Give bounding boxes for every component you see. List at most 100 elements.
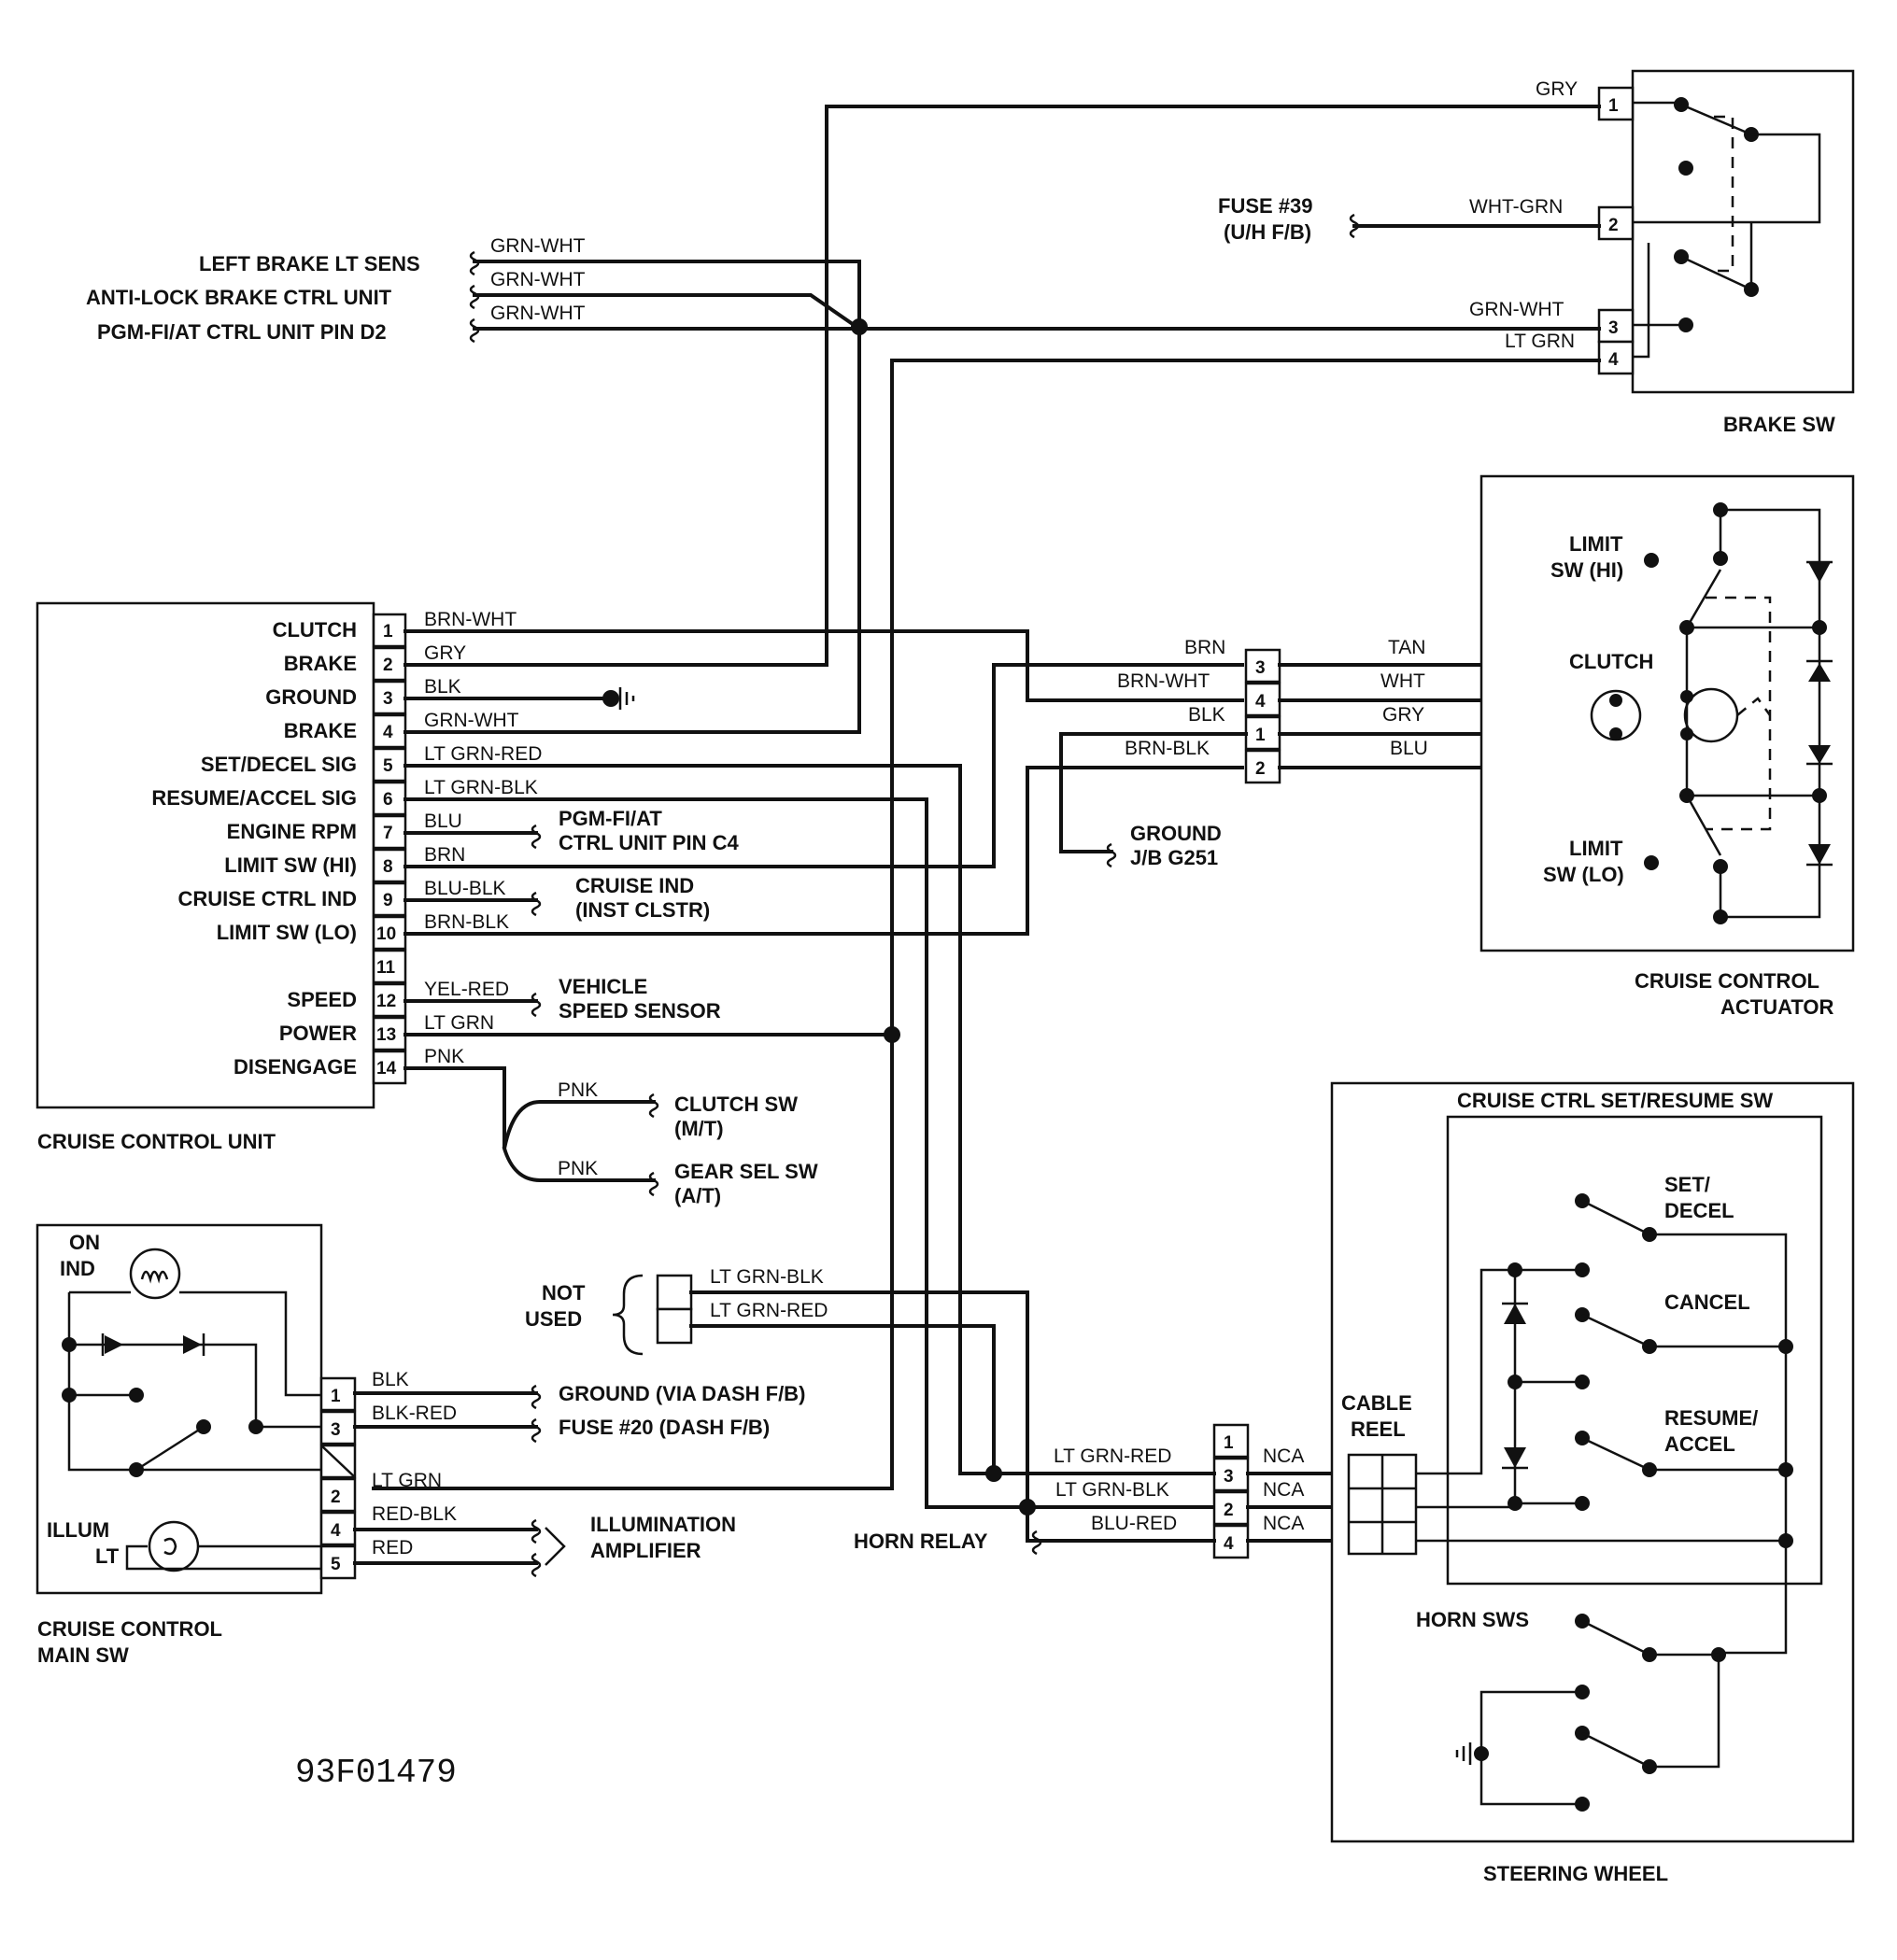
steering-wheel: STEERING WHEEL CABLE REEL CRUISE CTRL SE… bbox=[1330, 1081, 1855, 1885]
clutch-sw-mt-label: (M/T) bbox=[674, 1117, 724, 1140]
unit-pin-function: LIMIT SW (HI) bbox=[224, 853, 357, 877]
brake-sw-wire-3: GRN-WHT bbox=[1469, 299, 1564, 320]
sw-right-wire-3: NCA bbox=[1263, 1513, 1304, 1534]
node bbox=[1474, 1746, 1489, 1761]
act-left-wire-1: BRN bbox=[1184, 637, 1225, 658]
brake-ref-wire-1: GRN-WHT bbox=[490, 235, 586, 257]
act-left-wire-4: BRN-BLK bbox=[1125, 738, 1210, 759]
pnk-wire-a: PNK bbox=[558, 1079, 598, 1101]
horn-switch-blade bbox=[1581, 1731, 1650, 1769]
unit-pin-number: 10 bbox=[376, 924, 396, 944]
horn-internal-wiring bbox=[1649, 1653, 1720, 1769]
brake-sw-wire-1: GRY bbox=[1536, 78, 1578, 100]
illum-lt-label-1: ILLUM bbox=[47, 1518, 109, 1542]
diode-icon bbox=[183, 1335, 202, 1354]
sw-pin-1-box bbox=[1212, 1423, 1250, 1459]
cable-reel-label-1: CABLE bbox=[1341, 1391, 1412, 1415]
unit-pin-function: CRUISE CTRL IND bbox=[178, 887, 358, 910]
main-sw-label-1: CRUISE CONTROL bbox=[37, 1617, 222, 1641]
ground-icon bbox=[618, 687, 635, 710]
main-sw-wire-red-blk: RED-BLK bbox=[372, 1503, 457, 1525]
main-sw-pin-5: 5 bbox=[331, 1555, 341, 1574]
brake-sw-wire-2: WHT-GRN bbox=[1469, 196, 1563, 218]
not-used-label-1: NOT bbox=[542, 1281, 586, 1304]
set-decel-label-1: SET/ bbox=[1664, 1173, 1710, 1196]
node bbox=[62, 1388, 77, 1403]
brake-sw-pin-2-box bbox=[1597, 205, 1635, 241]
diode-icon bbox=[1504, 1304, 1526, 1324]
node bbox=[1713, 502, 1728, 517]
sw-pin-4-box bbox=[1212, 1524, 1250, 1559]
limit-lo-label-1: LIMIT bbox=[1569, 837, 1623, 860]
brace-icon bbox=[612, 1274, 644, 1356]
brake-sw-contact bbox=[1678, 317, 1693, 332]
sw-pin-2: 2 bbox=[1224, 1501, 1234, 1520]
node bbox=[1713, 859, 1728, 874]
diode-icon bbox=[1808, 844, 1831, 865]
main-sw-pin-3: 3 bbox=[331, 1420, 341, 1440]
sw-pin-4: 4 bbox=[1224, 1534, 1234, 1554]
horn-relay-label: HORN RELAY bbox=[854, 1530, 988, 1553]
ground-g251-label: GROUND bbox=[1130, 822, 1222, 845]
unit-pin-wire-color: BLK bbox=[424, 676, 461, 698]
on-ind-label-1: ON bbox=[69, 1231, 100, 1254]
wire-lt-grn-blk bbox=[403, 797, 1216, 1509]
unit-pin-wire-color: BRN-WHT bbox=[424, 609, 517, 630]
unit-pin-wire-color: LT GRN-BLK bbox=[424, 777, 538, 798]
main-sw-pin-2: 2 bbox=[331, 1488, 341, 1507]
resume-accel-label-1: RESUME/ bbox=[1664, 1406, 1758, 1430]
brake-sw-pin-2: 2 bbox=[1608, 216, 1619, 235]
ground-via-dash-label: GROUND (VIA DASH F/B) bbox=[559, 1382, 805, 1405]
main-sw-blade bbox=[135, 1425, 205, 1472]
diode-icon bbox=[1808, 663, 1831, 682]
vehicle-label: VEHICLE bbox=[559, 975, 647, 998]
brake-sw-pin-3: 3 bbox=[1608, 318, 1619, 338]
limit-hi-contact bbox=[1644, 553, 1659, 568]
horn-switch-blade bbox=[1581, 1619, 1650, 1657]
steering-wheel-connector: 1 3 2 4 LT GRN-RED LT GRN-BLK BLU-RED NC… bbox=[854, 1423, 1351, 1559]
gear-sel-sw-at-label: (A/T) bbox=[674, 1184, 721, 1207]
connector-symbol bbox=[1106, 842, 1117, 868]
node bbox=[1812, 788, 1827, 803]
pnk-wire-b: PNK bbox=[558, 1158, 598, 1179]
on-ind-bulb-icon bbox=[129, 1248, 181, 1300]
steering-wheel-label: STEERING WHEEL bbox=[1483, 1862, 1668, 1885]
unit-pin-number: 12 bbox=[376, 992, 396, 1011]
brake-sw-label: BRAKE SW bbox=[1723, 413, 1835, 436]
unit-pin-box bbox=[372, 646, 407, 682]
limit-hi-label-1: LIMIT bbox=[1569, 532, 1623, 556]
unit-pin-function: POWER bbox=[279, 1022, 357, 1045]
unit-pin-wire-color: LT GRN bbox=[424, 1012, 494, 1034]
main-sw-wire-lt-grn: LT GRN bbox=[372, 1470, 442, 1491]
bulb-filament bbox=[140, 1270, 169, 1284]
sw-pin-1: 1 bbox=[1224, 1433, 1234, 1453]
not-used-pin-box bbox=[656, 1307, 693, 1345]
sw-left-wire-1: LT GRN-RED bbox=[1054, 1445, 1171, 1467]
act-left-wire-2: BRN-WHT bbox=[1117, 670, 1210, 692]
main-sw-pin-1-box bbox=[319, 1376, 357, 1412]
diode-icon bbox=[1808, 745, 1831, 764]
main-sw-pin-4-box bbox=[319, 1511, 357, 1546]
resume-switch-blade bbox=[1581, 1436, 1650, 1472]
brake-sw-pin-1-box bbox=[1597, 86, 1635, 121]
illum-lt-label-2: LT bbox=[95, 1544, 120, 1568]
brake-sw-pin-4: 4 bbox=[1608, 350, 1619, 370]
node bbox=[1508, 1496, 1522, 1511]
diode-icon bbox=[1504, 1447, 1526, 1468]
actuator-internal-wiring bbox=[1685, 508, 1821, 919]
brake-switch: 1 2 3 4 BRAKE SW GRY WHT-GRN GRN-WHT LT … bbox=[1218, 69, 1855, 436]
resume-accel-label-2: ACCEL bbox=[1664, 1432, 1735, 1456]
figure-code: 93F01479 bbox=[295, 1754, 457, 1792]
node bbox=[62, 1337, 77, 1352]
connector-symbols bbox=[531, 1384, 566, 1578]
cruise-control-main-switch: CRUISE CONTROL MAIN SW ON IND ILLUM LT 1… bbox=[35, 1223, 805, 1667]
anti-lock-brake-ctrl-unit-label: ANTI-LOCK BRAKE CTRL UNIT bbox=[86, 286, 392, 309]
cruise-ind-label: CRUISE IND bbox=[575, 874, 694, 897]
act-right-wire-2: WHT bbox=[1380, 670, 1425, 692]
unit-pin-box bbox=[372, 881, 407, 917]
act-right-wire-3: GRY bbox=[1382, 704, 1424, 726]
unit-pin-box bbox=[372, 1050, 407, 1085]
not-used-label-2: USED bbox=[525, 1307, 582, 1331]
wire-lt-grn-trunk bbox=[372, 359, 894, 1490]
